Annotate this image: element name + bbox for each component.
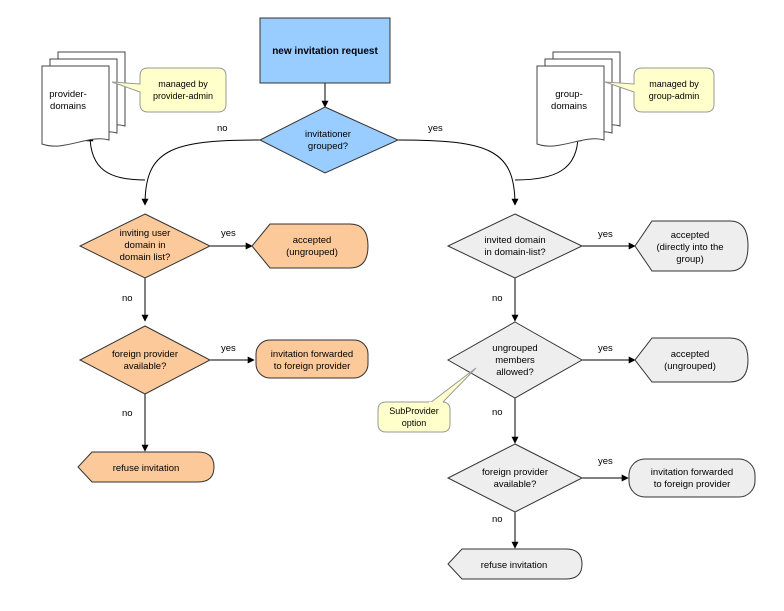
arrow-root-to-right [397,139,519,206]
right-accepted-ungrouped-line-2: (ungrouped) [664,361,716,372]
right-domain-decision: invited domain in domain-list? [446,213,584,279]
right-domain-decision-line-2: in domain-list? [484,247,545,258]
left-refuse-invitation: refuse invitation [77,451,215,483]
start-node: new invitation request [259,17,391,84]
provider-note-line-2: provider-admin [153,91,213,101]
right-foreign-decision-line-2: available? [494,479,537,490]
group-domains-store: group- domains [536,51,621,147]
group-store-line-2: domains [551,101,587,112]
right-domain-decision-line-1: invited domain [484,235,545,246]
provider-store-line-1: provider- [49,89,87,100]
left-foreign-yes-label: yes [221,343,236,354]
left-foreign-no-label: no [122,408,133,419]
right-ungrouped-decision-line-1: ungrouped [492,343,537,354]
right-ungrouped-decision-line-3: allowed? [496,367,534,378]
left-accepted-ungrouped: accepted (ungrouped) [251,223,369,269]
subprovider-note-line-2: option [402,418,427,428]
left-foreign-decision-line-1: foreign provider [112,349,178,360]
left-domain-no-label: no [122,293,133,304]
right-ungrouped-decision-line-2: members [495,355,535,366]
right-accepted-group: accepted (directly into the group) [634,220,749,272]
right-invitation-forwarded: invitation forwarded to foreign provider [628,458,756,498]
left-domain-decision: inviting user domain in domain list? [78,213,212,279]
provider-domains-store: provider- domains [41,51,126,147]
left-invitation-forwarded: invitation forwarded to foreign provider [255,339,369,379]
right-foreign-yes-label: yes [598,456,613,467]
right-refuse-label: refuse invitation [481,560,548,571]
right-forwarded-line-1: invitation forwarded [651,467,733,478]
left-foreign-decision: foreign provider available? [78,325,212,395]
left-forwarded-line-2: to foreign provider [274,361,351,372]
right-forwarded-line-2: to foreign provider [654,479,731,490]
subprovider-note-line-1: SubProvider [389,406,439,416]
arrow-group-store-link [514,134,582,181]
right-accepted-group-line-2: (directly into the [656,242,723,253]
right-accepted-ungrouped-line-1: accepted [671,349,710,360]
right-accepted-group-line-1: accepted [671,230,710,241]
right-ungrouped-yes-label: yes [598,343,613,354]
left-forwarded-line-1: invitation forwarded [271,349,353,360]
root-decision: invitationer grouped? [258,106,400,174]
left-domain-decision-line-2: domain in [124,240,165,251]
right-domain-yes-label: yes [598,229,613,240]
left-domain-decision-line-3: domain list? [120,252,171,263]
provider-admin-note: managed by provider-admin [111,67,227,113]
right-accepted-ungrouped: accepted (ungrouped) [634,337,749,383]
right-ungrouped-decision: ungrouped members allowed? [446,321,584,399]
left-refuse-label: refuse invitation [113,463,180,474]
root-decision-line-1: invitationer [305,129,351,140]
right-foreign-no-label: no [492,514,503,525]
provider-store-line-2: domains [50,101,86,112]
right-accepted-group-line-3: group) [676,254,703,265]
root-branch-yes-label: yes [428,123,443,134]
right-ungrouped-no-label: no [492,407,503,418]
arrow-provider-store-link [86,134,146,181]
left-foreign-decision-line-2: available? [124,361,167,372]
left-domain-decision-line-1: inviting user [120,228,171,239]
group-note-line-1: managed by [649,79,699,89]
root-decision-line-2: grouped? [308,141,348,152]
connectors [86,83,636,549]
group-note-line-2: group-admin [649,91,700,101]
subprovider-option-note: SubProvider option [377,367,477,433]
right-foreign-decision-line-1: foreign provider [482,467,548,478]
right-foreign-decision: foreign provider available? [446,443,584,513]
root-branch-no-label: no [217,123,228,134]
arrow-root-to-left [141,139,261,206]
left-domain-yes-label: yes [221,228,236,239]
provider-note-line-1: managed by [158,79,208,89]
left-accepted-line-2: (ungrouped) [286,247,338,258]
left-accepted-line-1: accepted [293,235,332,246]
right-domain-no-label: no [492,293,503,304]
group-admin-note: managed by group-admin [604,67,715,113]
start-label: new invitation request [272,46,378,57]
right-refuse-invitation: refuse invitation [447,548,583,580]
group-store-line-1: group- [555,89,582,100]
